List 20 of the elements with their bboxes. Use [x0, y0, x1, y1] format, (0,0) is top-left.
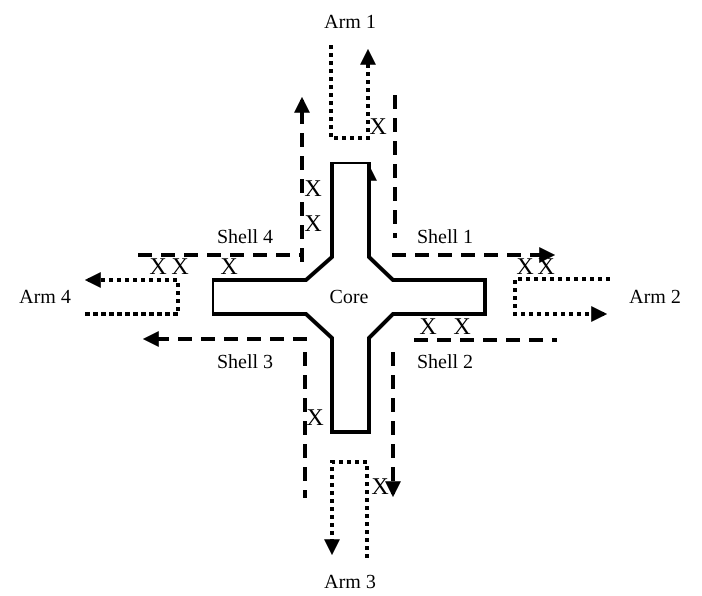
shell-label: Shell 1 — [416, 227, 474, 247]
arm-label: Arm 3 — [324, 572, 376, 592]
x-mark: X — [419, 315, 437, 339]
x-mark: X — [516, 255, 534, 279]
arm-label: Arm 1 — [324, 12, 376, 32]
x-mark: X — [304, 177, 322, 201]
x-mark: X — [304, 212, 322, 236]
x-mark: X — [453, 315, 471, 339]
shell-label: Shell 2 — [416, 352, 474, 372]
x-mark: X — [220, 255, 238, 279]
x-mark: X — [371, 475, 389, 499]
shell-label: Shell 3 — [216, 352, 274, 372]
x-mark: X — [149, 255, 167, 279]
node-label: Core — [330, 287, 368, 307]
shell-label: Shell 4 — [216, 227, 274, 247]
x-mark: X — [171, 255, 189, 279]
x-mark: X — [369, 115, 387, 139]
arm-label: Arm 2 — [629, 287, 681, 307]
x-mark: X — [306, 406, 324, 430]
arm-label: Arm 4 — [19, 287, 71, 307]
